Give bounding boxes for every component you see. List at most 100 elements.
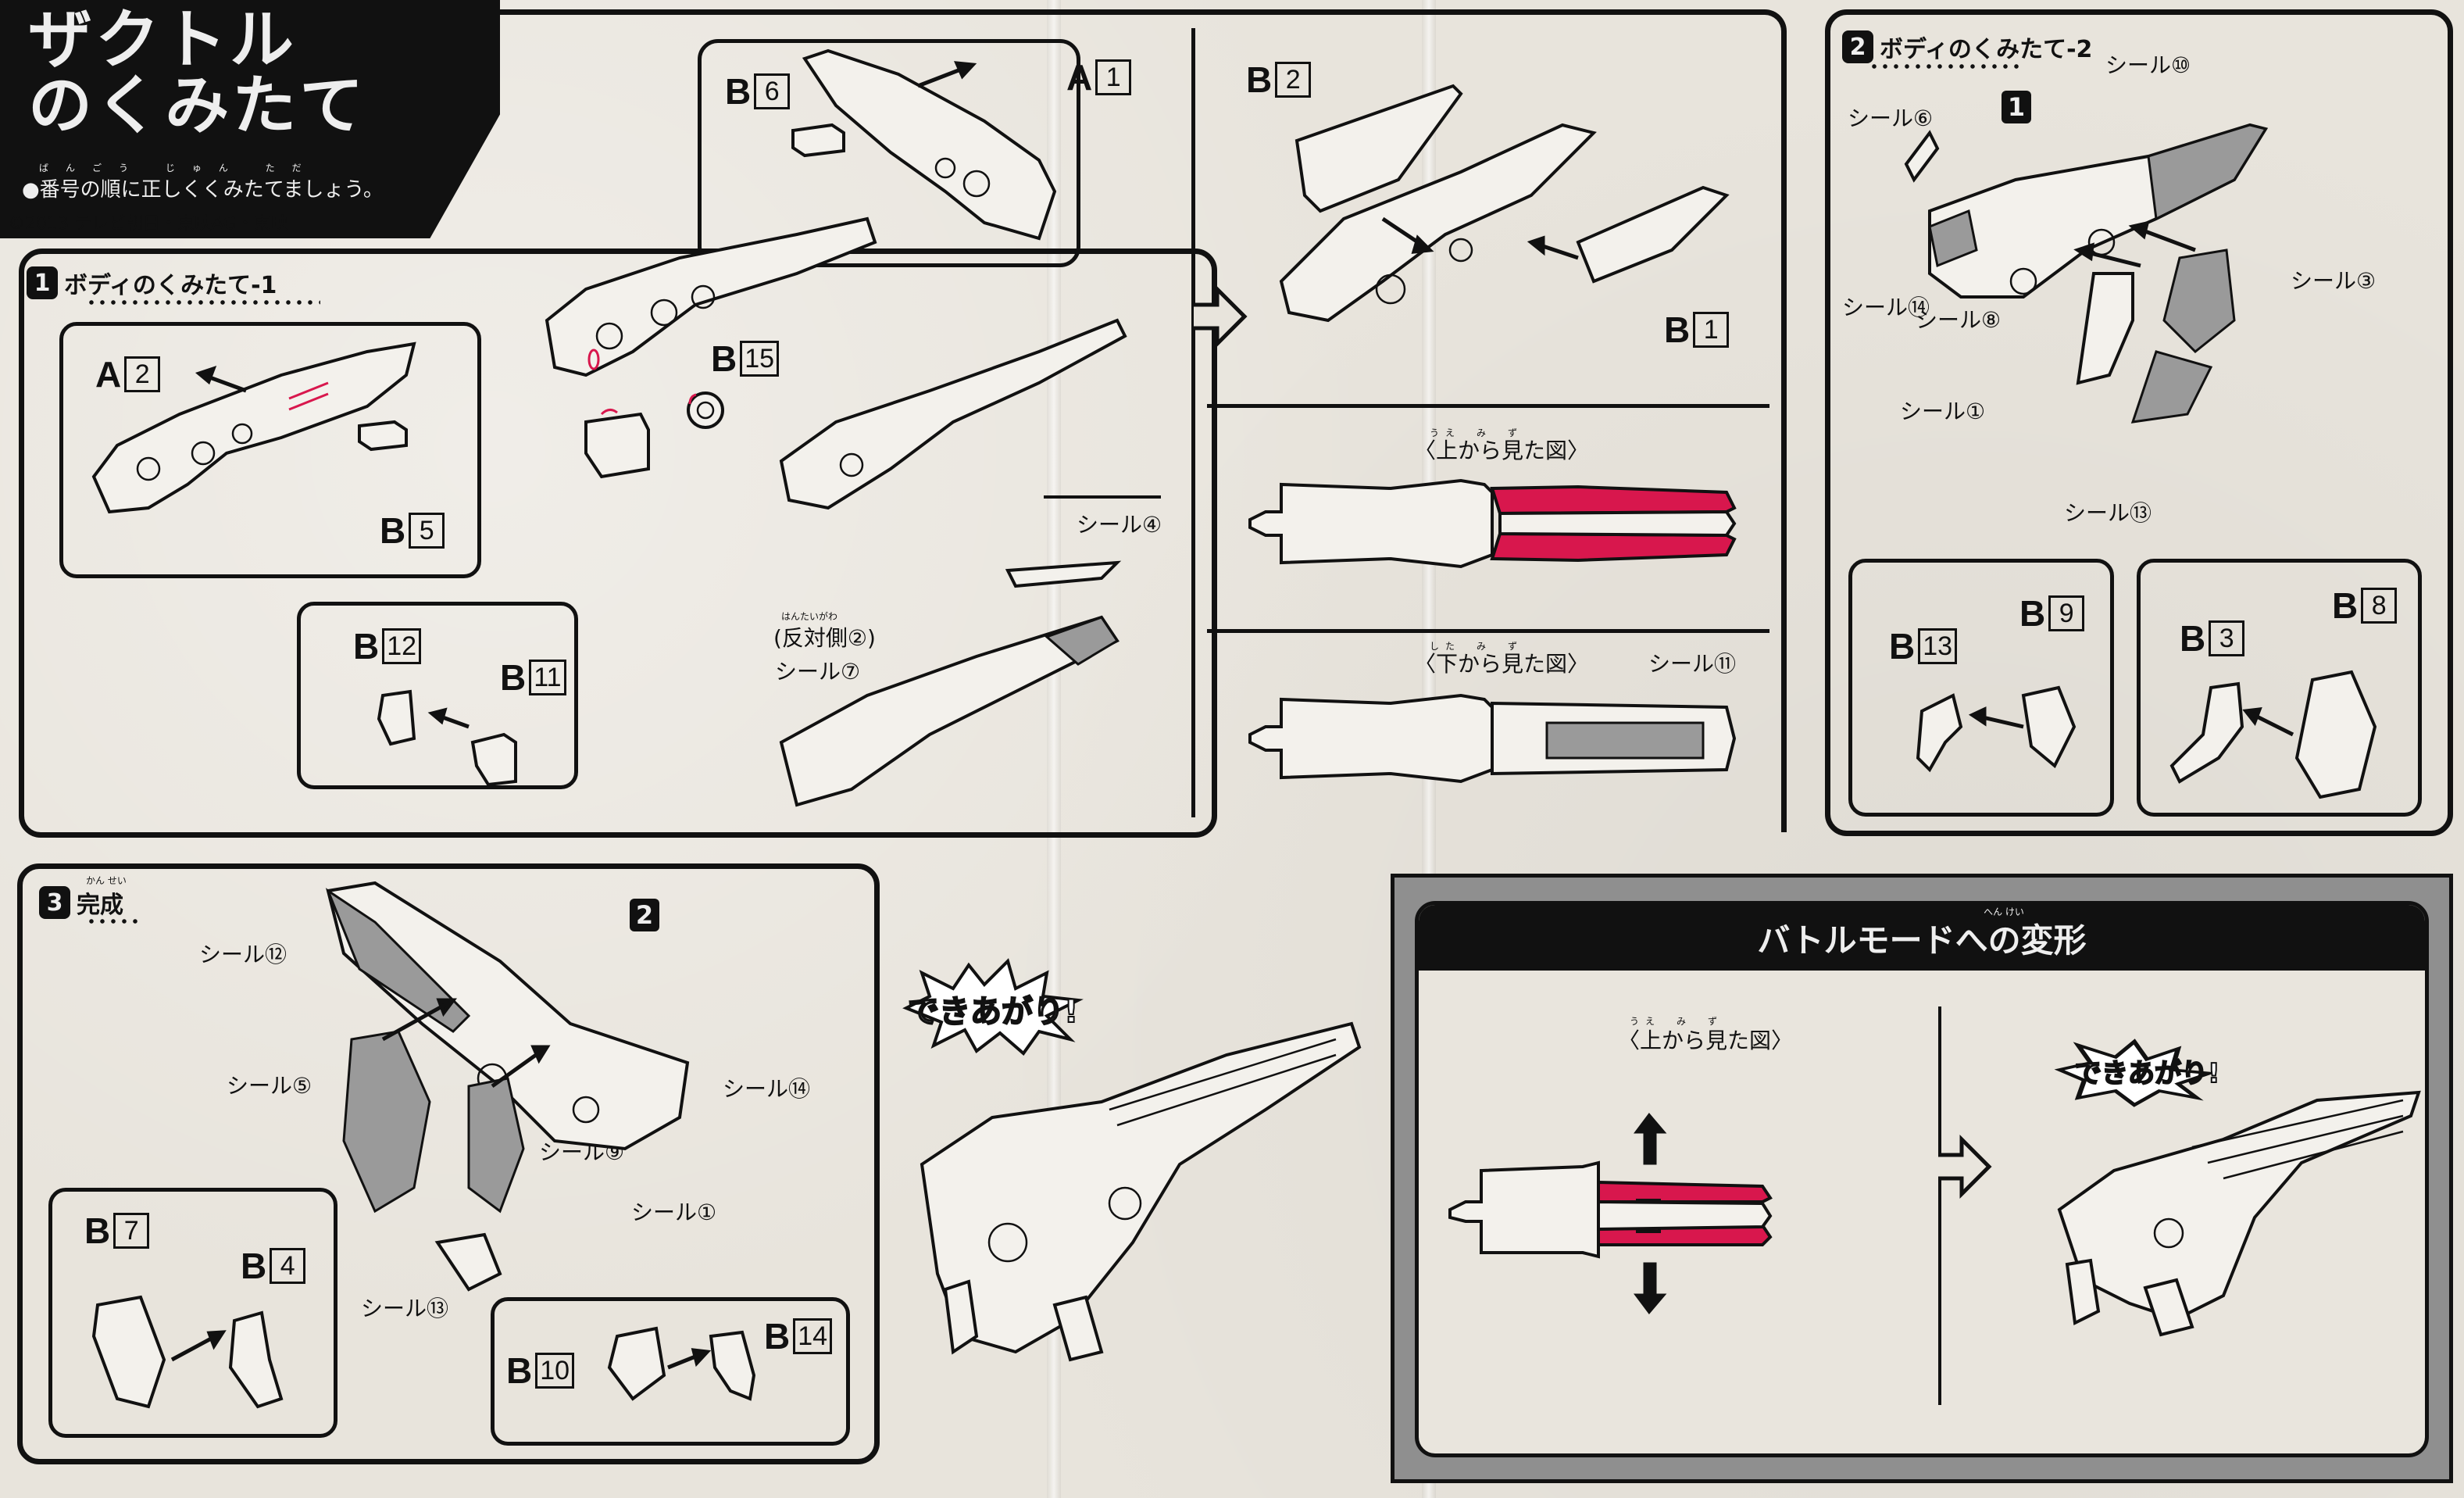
step1-title: ボディのくみたて-1 (64, 272, 277, 299)
completed-model-drawing (920, 1021, 1362, 1362)
subpanel-b13-b9 (1848, 559, 2114, 817)
body-frame-drawing (545, 216, 877, 377)
part-letter: B (2332, 585, 2359, 626)
part-letter: B (711, 338, 737, 379)
part-number-box: 5 (409, 513, 445, 549)
part-number-box: 8 (2361, 588, 2398, 624)
heading-underline-dots (86, 300, 320, 305)
step1-top-frame (500, 9, 1787, 832)
part-letter: B (241, 1246, 267, 1286)
part-letter: B (2019, 593, 2046, 634)
seal-8-label: シール⑧ (1916, 307, 2002, 333)
battle-mode-panel: へん けい バトルモードへの変形 うえ み ず 〈上から見た図〉 できあがり! (1391, 874, 2453, 1483)
next-step-arrow-icon (1938, 1134, 1992, 1199)
step3-heading: 3 完成 (39, 885, 123, 920)
part-letter: B (84, 1210, 111, 1251)
instruction-note: ●番号の順に正しくくみたてましょう。 (22, 178, 384, 202)
body-side-cover-assembly (1279, 84, 1730, 323)
step-ref-badge-1: 1 (2002, 91, 2031, 123)
step-ref-badge-2: 2 (630, 899, 659, 931)
part-letter: B (353, 626, 380, 667)
step2-assembly-drawing (1904, 123, 2269, 424)
part-b5-drawing (358, 420, 408, 452)
part-letter: B (1246, 59, 1273, 100)
column-divider (1191, 28, 1195, 817)
part-number-box: 6 (754, 73, 791, 109)
step3-assembly-drawing (325, 881, 690, 1292)
parts-b13-b9-drawing (1916, 685, 2077, 773)
opposite-ruby: はんたいがわ (781, 611, 838, 622)
done-label: できあがり! (907, 993, 1079, 1031)
battle-mode-inner: へん けい バトルモードへの変形 うえ み ず 〈上から見た図〉 できあがり! (1415, 901, 2429, 1457)
seal-3-label: シール③ (2291, 268, 2377, 294)
part-a2-drawing (91, 341, 416, 514)
seal-6-label: シール⑥ (1848, 105, 1934, 131)
part-number-box: 4 (270, 1248, 306, 1284)
battle-top-view-drawing (1448, 1112, 1773, 1315)
heading-underline-dots (86, 919, 141, 924)
part-letter: B (1889, 626, 1916, 667)
part-letter: B (500, 657, 527, 698)
part-number-box: 9 (2048, 595, 2085, 631)
part-b15-drawing (687, 391, 724, 429)
battle-done-label: できあがり! (2074, 1057, 2221, 1090)
seal-4-label: シール④ (1077, 512, 1162, 538)
part-number-box: 15 (740, 341, 780, 377)
subpanel-b10-b14 (491, 1297, 850, 1446)
battle-mode-title: バトルモードへの変形 (1757, 921, 2087, 960)
arrow (427, 707, 470, 729)
battle-mode-header: へん けい バトルモードへの変形 (1419, 905, 2425, 971)
divider (1044, 495, 1161, 499)
title-line-2: のくみたて (28, 69, 367, 143)
step2-title: ボディのくみたて-2 (1880, 36, 2093, 63)
seal-14-label: シール⑭ (723, 1076, 811, 1102)
seal-10-label: シール⑩ (2105, 52, 2191, 78)
step3-title: 完成 (77, 892, 123, 919)
bottom-view-label: 〈下から見た図〉 (1414, 651, 1590, 677)
step1-heading: 1 ボディのくみたて-1 (27, 266, 277, 300)
heading-underline-dots (1869, 64, 2025, 69)
title-line-1: ザクトル (28, 3, 298, 77)
seal-13-label: シール⑬ (361, 1296, 449, 1321)
arrow (195, 365, 247, 393)
subpanel-b3-b8 (2137, 559, 2422, 817)
title-block: ザクトル のくみたて ばんごう じゅん ただ ●番号の順に正しくくみたてましょう… (0, 0, 500, 238)
part-b12-drawing (377, 689, 416, 746)
part-letter: A (1066, 57, 1093, 98)
part-number-box: 2 (1275, 62, 1312, 98)
step3-panel (17, 863, 880, 1464)
copyright: ©2013 テレビ朝日・東映AG・東映 (8, 214, 288, 234)
body-half-drawing (779, 318, 1127, 510)
battle-mode-model-drawing (2057, 1090, 2421, 1337)
top-view-ruby: うえ み ず (1630, 1016, 1724, 1027)
bottom-view-ruby: した み ず (1430, 641, 1524, 652)
next-step-arrow-icon (1194, 284, 1248, 349)
step1-number: 1 (27, 266, 58, 299)
part-number-box: 10 (535, 1353, 575, 1389)
divider (1207, 404, 1769, 408)
part-letter: B (506, 1350, 533, 1391)
subpanel-b7-b4 (48, 1188, 337, 1438)
body-with-seals-drawing (779, 560, 1122, 807)
part-number-box: 13 (1918, 628, 1958, 664)
seal-1-label: シール① (1900, 399, 1986, 424)
divider (1207, 629, 1769, 633)
part-b6-drawing (791, 123, 845, 158)
done-burst-icon (2054, 1039, 2217, 1107)
part-number-box: 12 (382, 628, 422, 664)
part-number-box: 1 (1095, 59, 1132, 95)
step2-heading: 2 ボディのくみたて-2 (1842, 30, 2092, 64)
seal-7-label: シール⑦ (775, 659, 861, 685)
top-view-ruby: うえ み ず (1430, 427, 1524, 438)
